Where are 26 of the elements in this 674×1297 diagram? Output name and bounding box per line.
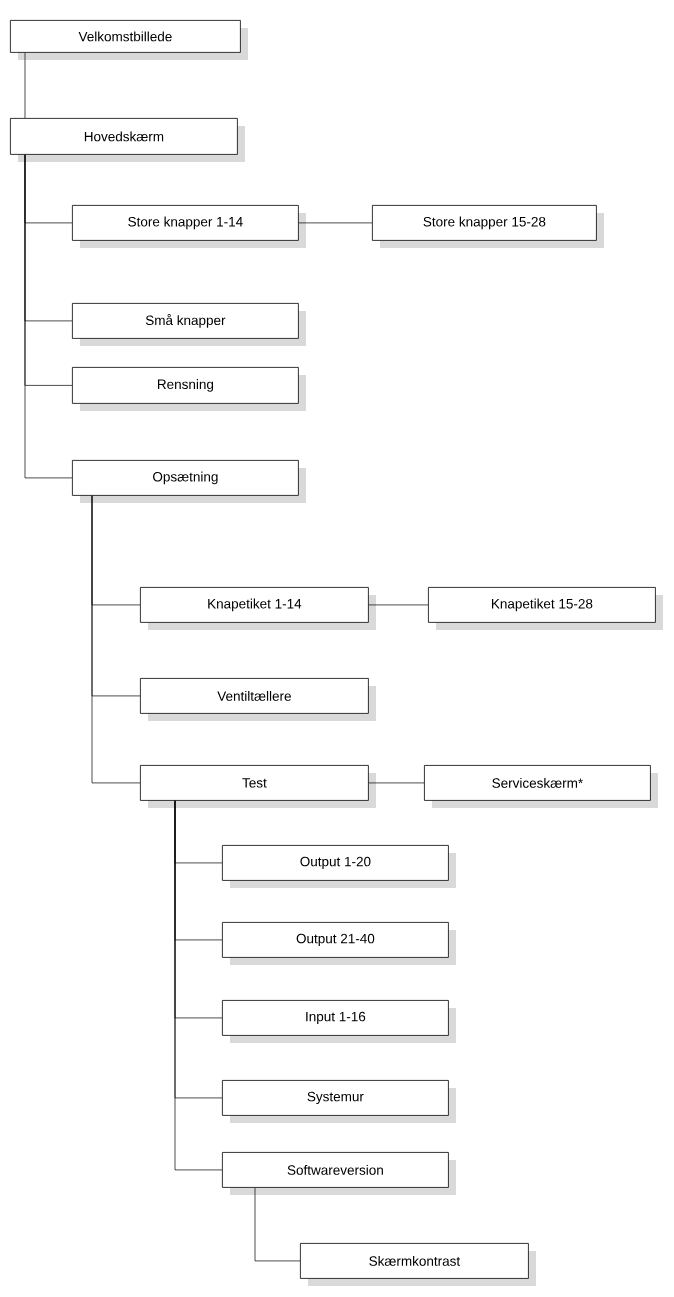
menu-box: Knapetiket 1-14: [140, 587, 376, 630]
menu-box: Hovedskærm: [10, 118, 245, 162]
connector-line: [368, 604, 429, 606]
connector-line: [24, 52, 26, 119]
menu-box: Rensning: [72, 367, 306, 411]
menu-box: Store knapper 15-28: [372, 205, 604, 248]
menu-box: Store knapper 1-14: [72, 205, 306, 248]
menu-box: Velkomstbillede: [10, 20, 248, 60]
menu-box: Skærmkontrast: [300, 1243, 536, 1286]
menu-box: Små knapper: [72, 303, 306, 346]
connector-line: [254, 1187, 301, 1262]
menu-box: Ventiltællere: [140, 678, 376, 721]
menu-box: Input 1-16: [222, 1000, 456, 1043]
menu-box: Serviceskærm*: [424, 765, 658, 808]
menu-box: Output 21-40: [222, 922, 456, 965]
connector-line: [368, 782, 425, 784]
menu-box: Knapetiket 15-28: [428, 587, 663, 630]
connector-line: [174, 800, 223, 1171]
menu-box: Systemur: [222, 1080, 456, 1123]
menu-box: Output 1-20: [222, 845, 456, 888]
connector-line: [91, 495, 141, 784]
connector-line: [298, 222, 373, 224]
menu-box: Softwareversion: [222, 1152, 456, 1195]
menu-box: Opsætning: [72, 460, 306, 503]
menu-box: Test: [140, 765, 376, 808]
connector-line: [24, 154, 73, 479]
